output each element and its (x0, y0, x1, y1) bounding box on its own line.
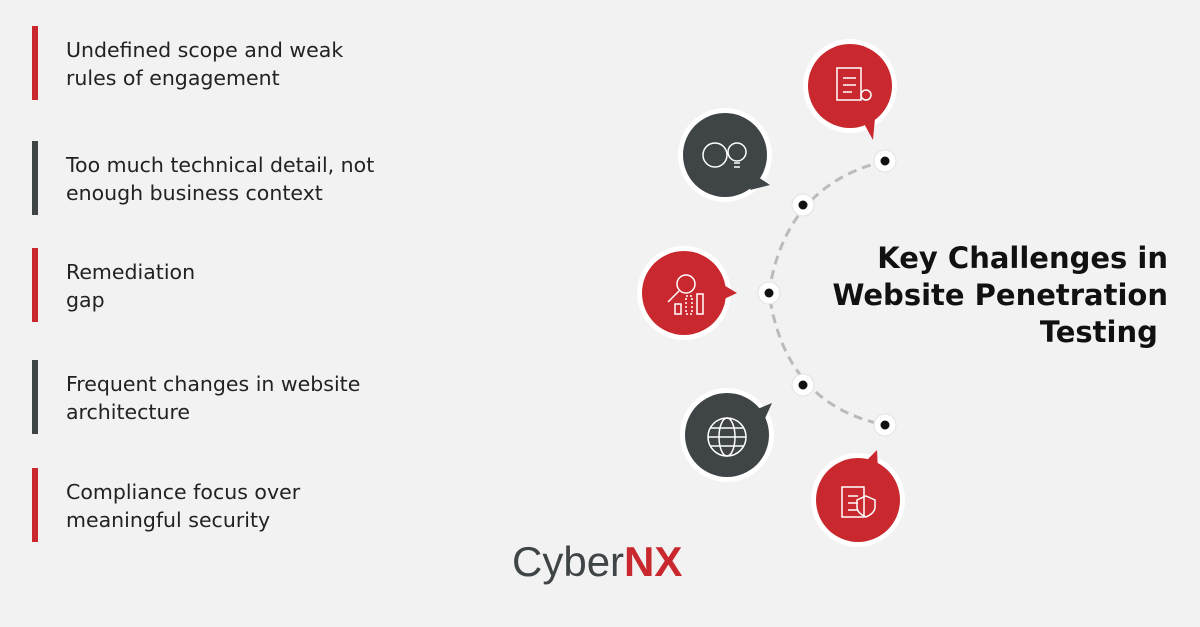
search-analytics-icon (637, 246, 737, 340)
cybernx-logo: CyberNX (512, 538, 683, 585)
accent-bar (32, 26, 38, 100)
globe-icon (680, 388, 774, 482)
accent-bar (32, 360, 38, 434)
accent-bar (32, 248, 38, 322)
accent-bar (32, 468, 38, 542)
accent-bar (32, 141, 38, 215)
clipboard-shield-icon (811, 450, 905, 547)
clipboard-target-icon (803, 39, 897, 140)
gear-bulb-icon (678, 108, 772, 202)
